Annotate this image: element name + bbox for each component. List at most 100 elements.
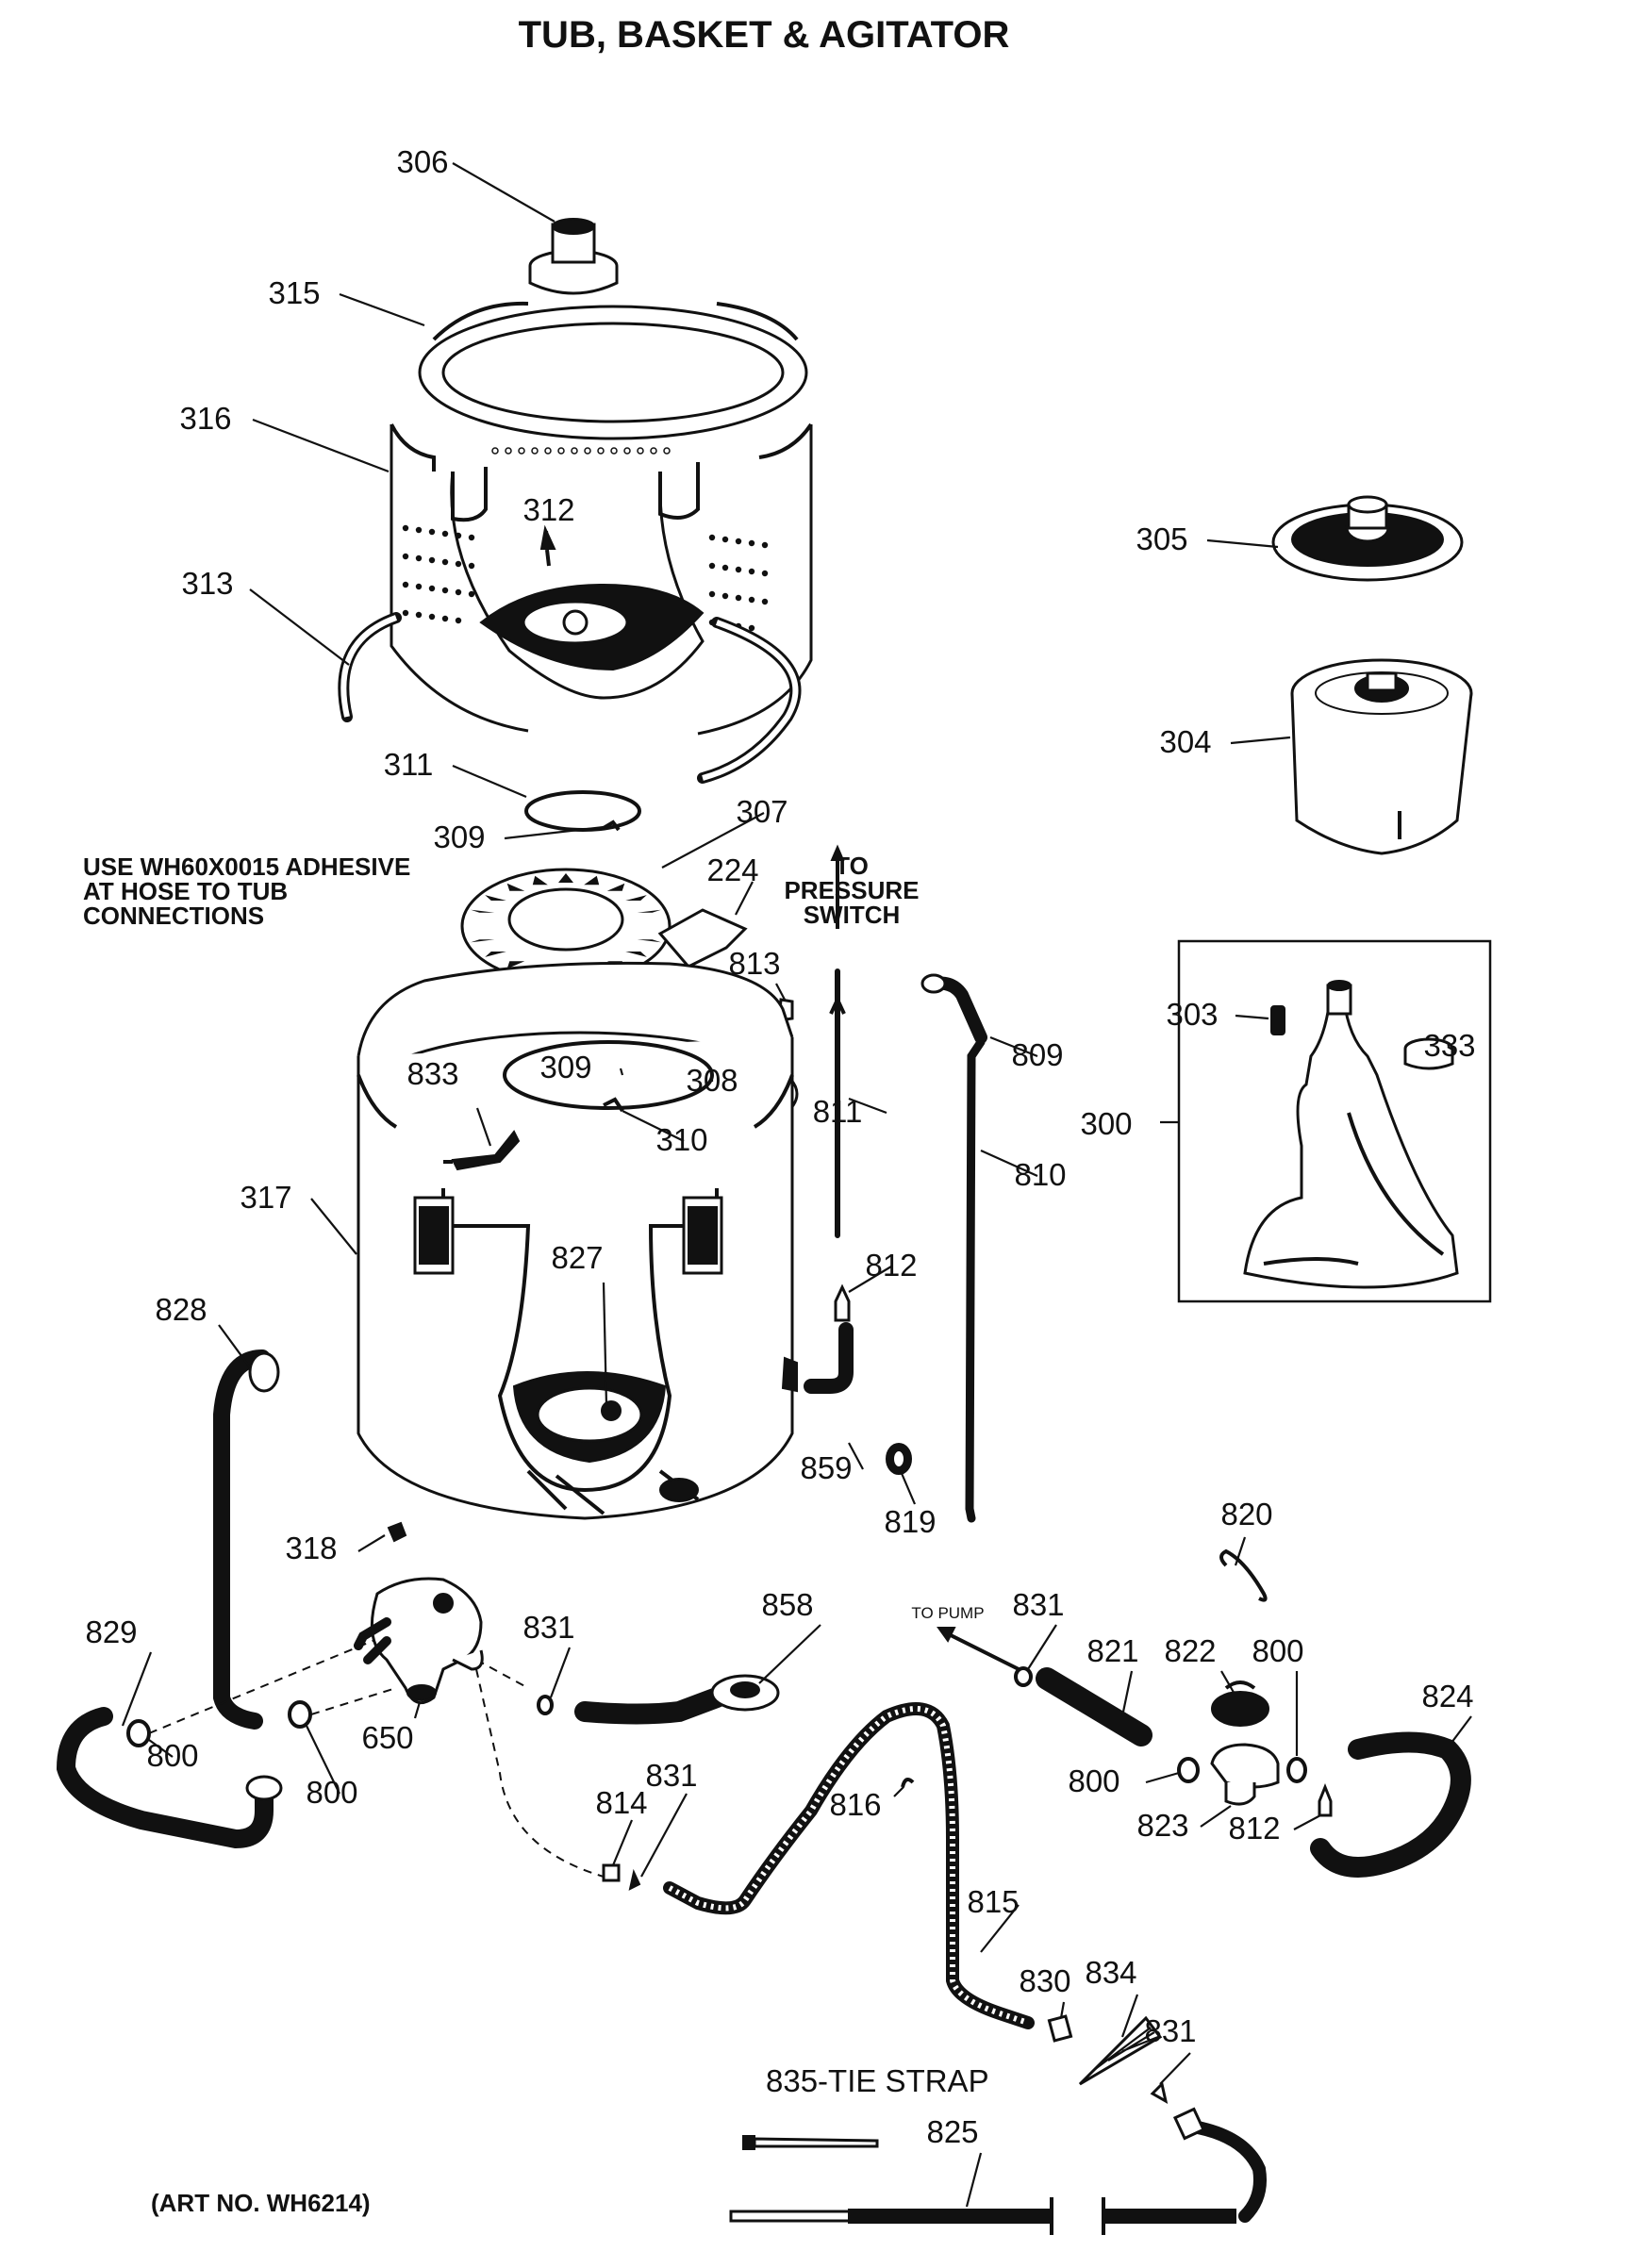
part-label-307: 307: [736, 794, 788, 829]
part-823-tee: [1210, 1743, 1280, 1806]
part-333-cap: [1403, 1037, 1454, 1070]
part-815-corrugated-hose: [663, 1702, 1035, 2029]
part-label-315: 315: [268, 275, 320, 310]
basket-perforations: [402, 447, 769, 632]
part-label-814: 814: [595, 1785, 647, 1820]
part-label-811: 811: [813, 1094, 863, 1129]
part-650-pump: [354, 1577, 484, 1705]
svg-text:PRESSURE: PRESSURE: [784, 876, 919, 904]
part-label-800: 800: [146, 1738, 198, 1773]
part-306-hub-nut: [528, 218, 619, 295]
part-315-balance-ring: [418, 301, 808, 440]
part-311-clamp-ring: [524, 790, 641, 832]
part-label-317: 317: [240, 1180, 291, 1215]
part-825-strip: [729, 2197, 1236, 2235]
part-label-831: 831: [1012, 1587, 1064, 1622]
part-859-elbow: [804, 1322, 854, 1394]
part-835-tie-strap: [742, 2135, 879, 2150]
adhesive-note: USE WH60X0015 ADHESIVE AT HOSE TO TUB CO…: [83, 853, 410, 930]
svg-text:TO: TO: [835, 852, 869, 880]
part-303-fastener: [1270, 1005, 1285, 1035]
part-label-829: 829: [85, 1614, 137, 1649]
part-label-830: 830: [1019, 1963, 1070, 1998]
part-814-fitting: [602, 1863, 621, 1882]
part-label-308: 308: [686, 1063, 738, 1098]
part-label-813: 813: [728, 946, 780, 981]
basket-assembly: [338, 218, 813, 784]
part-label-812: 812: [865, 1248, 917, 1283]
part-824-hose: [1310, 1731, 1471, 1878]
svg-text:CONNECTIONS: CONNECTIONS: [83, 902, 264, 930]
part-label-821: 821: [1086, 1633, 1138, 1668]
part-label-809: 809: [1011, 1037, 1063, 1072]
part-label-825: 825: [926, 2114, 978, 2149]
part-305-agitator-cap: [1271, 495, 1464, 582]
part-label-816: 816: [829, 1787, 881, 1822]
part-label-304: 304: [1159, 724, 1211, 759]
part-label-224: 224: [706, 853, 758, 887]
part-307-tub-boot: [460, 868, 672, 985]
part-810-tube: [965, 1037, 986, 1523]
part-label-831: 831: [645, 1758, 697, 1793]
part-label-312: 312: [522, 492, 574, 527]
part-label-800: 800: [1068, 1763, 1119, 1798]
part-label-800: 800: [1252, 1633, 1303, 1668]
part-316-basket: [390, 422, 813, 736]
part-label-303: 303: [1166, 997, 1218, 1032]
part-label-306: 306: [396, 144, 448, 179]
art-number: (ART NO. WH6214): [151, 2189, 371, 2217]
part-label-800: 800: [306, 1775, 357, 1810]
part-label-859: 859: [800, 1450, 852, 1485]
part-label-858: 858: [761, 1587, 813, 1622]
part-830-connector: [1047, 2014, 1073, 2043]
part-label-333: 333: [1423, 1028, 1475, 1063]
part-label-815: 815: [967, 1884, 1019, 1919]
to-pump-label: TO PUMP: [911, 1604, 984, 1622]
part-label-831: 831: [522, 1610, 574, 1645]
part-829-hose: [56, 1707, 274, 1849]
part-label-305: 305: [1136, 521, 1187, 556]
part-label-309: 309: [539, 1050, 591, 1084]
to-pressure-switch-label: TO PRESSURE SWITCH: [784, 852, 919, 929]
part-label-833: 833: [406, 1056, 458, 1091]
part-label-316: 316: [179, 401, 231, 436]
part-label-300: 300: [1080, 1106, 1132, 1141]
part-label-309: 309: [433, 819, 485, 854]
svg-text:SWITCH: SWITCH: [804, 901, 901, 929]
leader-lines: [121, 162, 1472, 2208]
part-820-clip: [1219, 1548, 1268, 1602]
part-828-hose: [213, 1349, 271, 1730]
part-300-agitator: [1243, 980, 1459, 1289]
part-317-tub: [357, 961, 799, 1520]
part-822-cap: [1211, 1680, 1269, 1727]
part-224-bracket: [657, 908, 748, 968]
svg-text:AT HOSE TO TUB: AT HOSE TO TUB: [83, 877, 288, 905]
tie-strap-label: 835-TIE STRAP: [766, 2063, 989, 2098]
part-label-311: 311: [384, 747, 434, 782]
part-label-310: 310: [655, 1122, 707, 1157]
part-label-827: 827: [551, 1240, 603, 1275]
part-304-dispenser: [1290, 658, 1473, 855]
part-right-corrugated-hose: [1186, 2120, 1267, 2223]
part-label-822: 822: [1164, 1633, 1216, 1668]
part-number-labels: 306 315 316 312 313 305 304 311 309 307 224 813 303 3…: [85, 144, 1475, 2149]
diagram-title: TUB, BASKET & AGITATOR: [519, 14, 1010, 56]
part-label-831: 831: [1144, 2013, 1196, 2048]
part-858-hose: [574, 1687, 727, 1725]
part-label-313: 313: [181, 566, 233, 601]
part-label-810: 810: [1014, 1157, 1066, 1192]
part-label-812: 812: [1228, 1811, 1280, 1846]
part-318-clip: [387, 1521, 407, 1543]
part-label-823: 823: [1136, 1808, 1188, 1843]
part-label-824: 824: [1421, 1679, 1473, 1713]
part-label-820: 820: [1220, 1497, 1272, 1531]
part-label-834: 834: [1085, 1955, 1136, 1990]
part-label-828: 828: [155, 1292, 207, 1327]
part-812-fitting: [834, 1283, 851, 1322]
part-821-hose: [1036, 1667, 1152, 1747]
svg-text:USE WH60X0015 ADHESIVE: USE WH60X0015 ADHESIVE: [83, 853, 410, 881]
part-label-650: 650: [361, 1720, 413, 1755]
part-label-318: 318: [285, 1531, 337, 1565]
